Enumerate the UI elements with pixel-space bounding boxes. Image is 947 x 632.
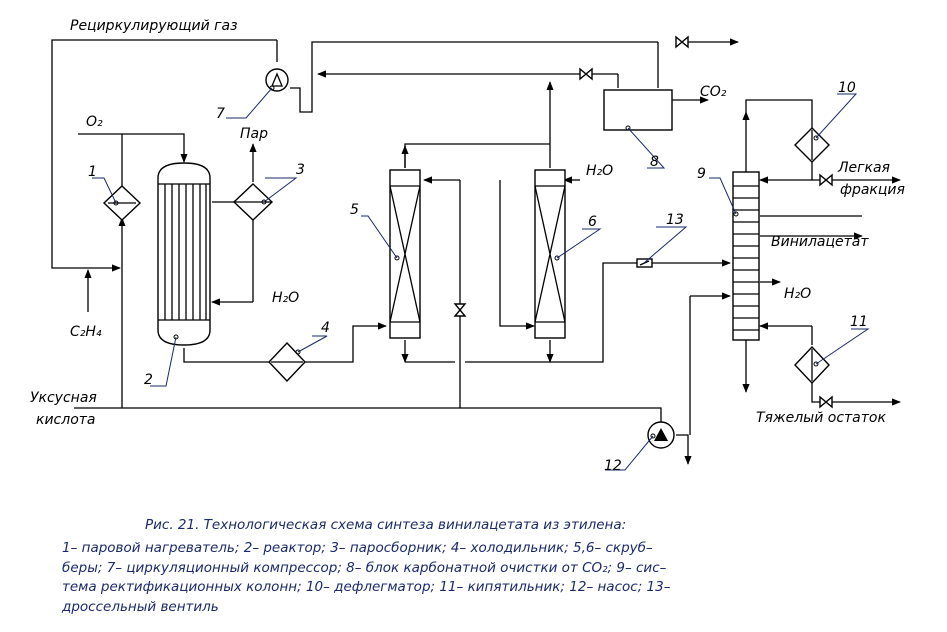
dephlegmator-10: [794, 127, 830, 163]
compressor-7: [265, 68, 289, 92]
number-8: 8: [650, 154, 659, 170]
scrubber-5: [389, 169, 421, 339]
valves: [453, 35, 833, 409]
caption-line-1: Рис. 21. Технологическая схема синтеза в…: [145, 517, 626, 533]
label-o2: O₂: [86, 114, 103, 130]
number-11: 11: [850, 314, 868, 330]
number-4: 4: [321, 320, 330, 336]
label-light-fraction-2: фракция: [840, 182, 905, 198]
caption-line-4: тема ректификационных колонн; 10– дефлег…: [62, 579, 671, 595]
labels: Рециркулирующий газ O₂ Пар H₂O C₂H₄ Уксу…: [30, 18, 905, 428]
caption-line-2: 1– паровой нагреватель; 2– реактор; 3– п…: [62, 540, 653, 556]
number-2: 2: [144, 372, 153, 388]
label-heavy-residue: Тяжелый остаток: [756, 410, 886, 426]
label-h2o-column: H₂O: [784, 286, 811, 302]
label-co2: CO₂: [700, 84, 727, 100]
number-7: 7: [216, 106, 225, 122]
number-6: 6: [588, 214, 597, 230]
number-10: 10: [838, 80, 856, 96]
leader-lines: [92, 87, 870, 471]
steam-collector-3: [232, 183, 274, 221]
number-13: 13: [666, 212, 684, 228]
label-steam: Пар: [240, 126, 268, 142]
label-acetic-acid-2: кислота: [36, 412, 96, 428]
number-1: 1: [88, 164, 97, 180]
scrubber-6: [534, 169, 566, 339]
caption-line-3: беры; 7– циркуляционный компрессор; 8– б…: [62, 560, 667, 576]
caption-line-5: дроссельный вентиль: [61, 599, 219, 615]
number-3: 3: [296, 162, 305, 178]
pump-12: [647, 421, 675, 449]
label-light-fraction-1: Легкая: [837, 160, 890, 176]
co2-purification-block-8: [603, 89, 673, 131]
figure-caption: Рис. 21. Технологическая схема синтеза в…: [61, 517, 671, 615]
number-5: 5: [350, 202, 359, 218]
label-vinyl-acetate: Винилацетат: [771, 234, 869, 250]
rectification-column-9: [732, 171, 760, 341]
reboiler-11: [794, 345, 830, 385]
equipment-numbers: 1 2 3 4 5 6 7 8 9 10 13 11 12: [88, 80, 868, 474]
cooler-4: [268, 341, 306, 383]
label-c2h4: C₂H₄: [70, 324, 102, 340]
label-acetic-acid-1: Уксусная: [30, 390, 97, 406]
label-recycle-gas: Рециркулирующий газ: [70, 18, 238, 34]
number-12: 12: [604, 458, 622, 474]
reactor-2: [157, 162, 211, 346]
label-h2o-scrubber: H₂O: [586, 163, 613, 179]
number-9: 9: [697, 166, 706, 182]
label-h2o-reactor: H₂O: [272, 290, 299, 306]
piping-lines: [51, 38, 901, 465]
steam-heater-1: [102, 185, 142, 221]
